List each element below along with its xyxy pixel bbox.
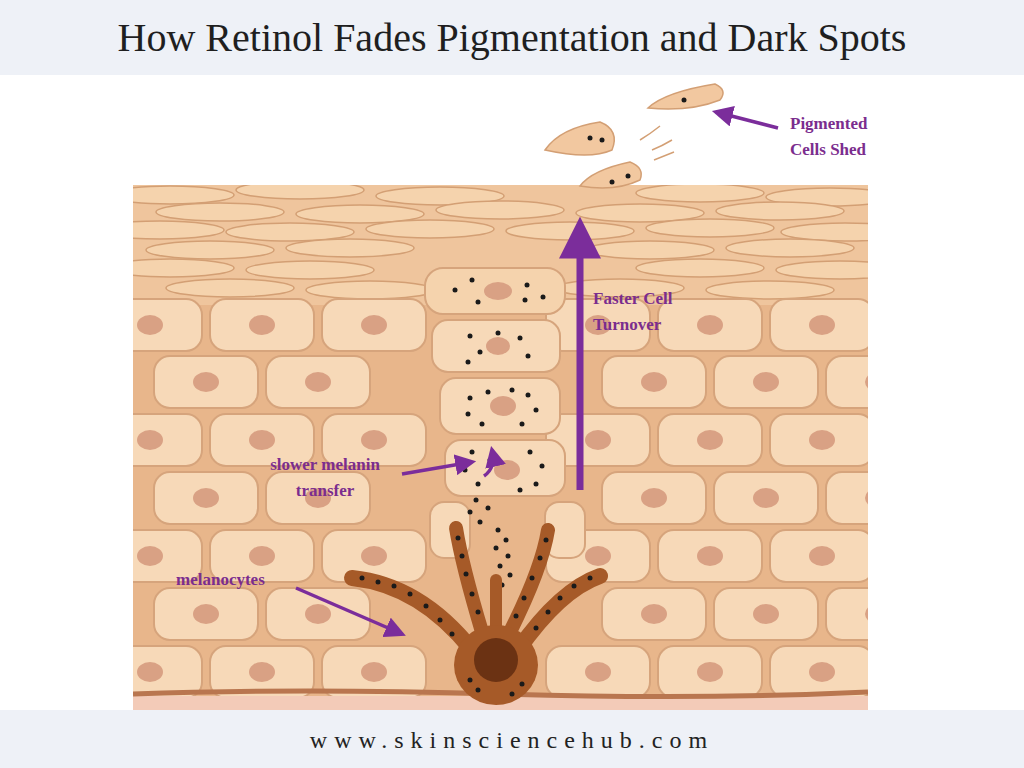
leader-arrows (296, 112, 778, 634)
callout-label: slower melanin transfer (245, 452, 405, 503)
callout-label: Faster Cell Turnover (593, 286, 728, 337)
callout-label: melanocytes (176, 567, 306, 593)
skin-layers (133, 185, 868, 710)
melanocyte (352, 528, 600, 705)
footer-url: www.skinsciencehub.com (0, 727, 1024, 754)
shed-cells (545, 84, 723, 188)
diagram-title: How Retinol Fades Pigmentation and Dark … (0, 14, 1024, 61)
callout-label: Pigmented Cells Shed (790, 111, 900, 162)
